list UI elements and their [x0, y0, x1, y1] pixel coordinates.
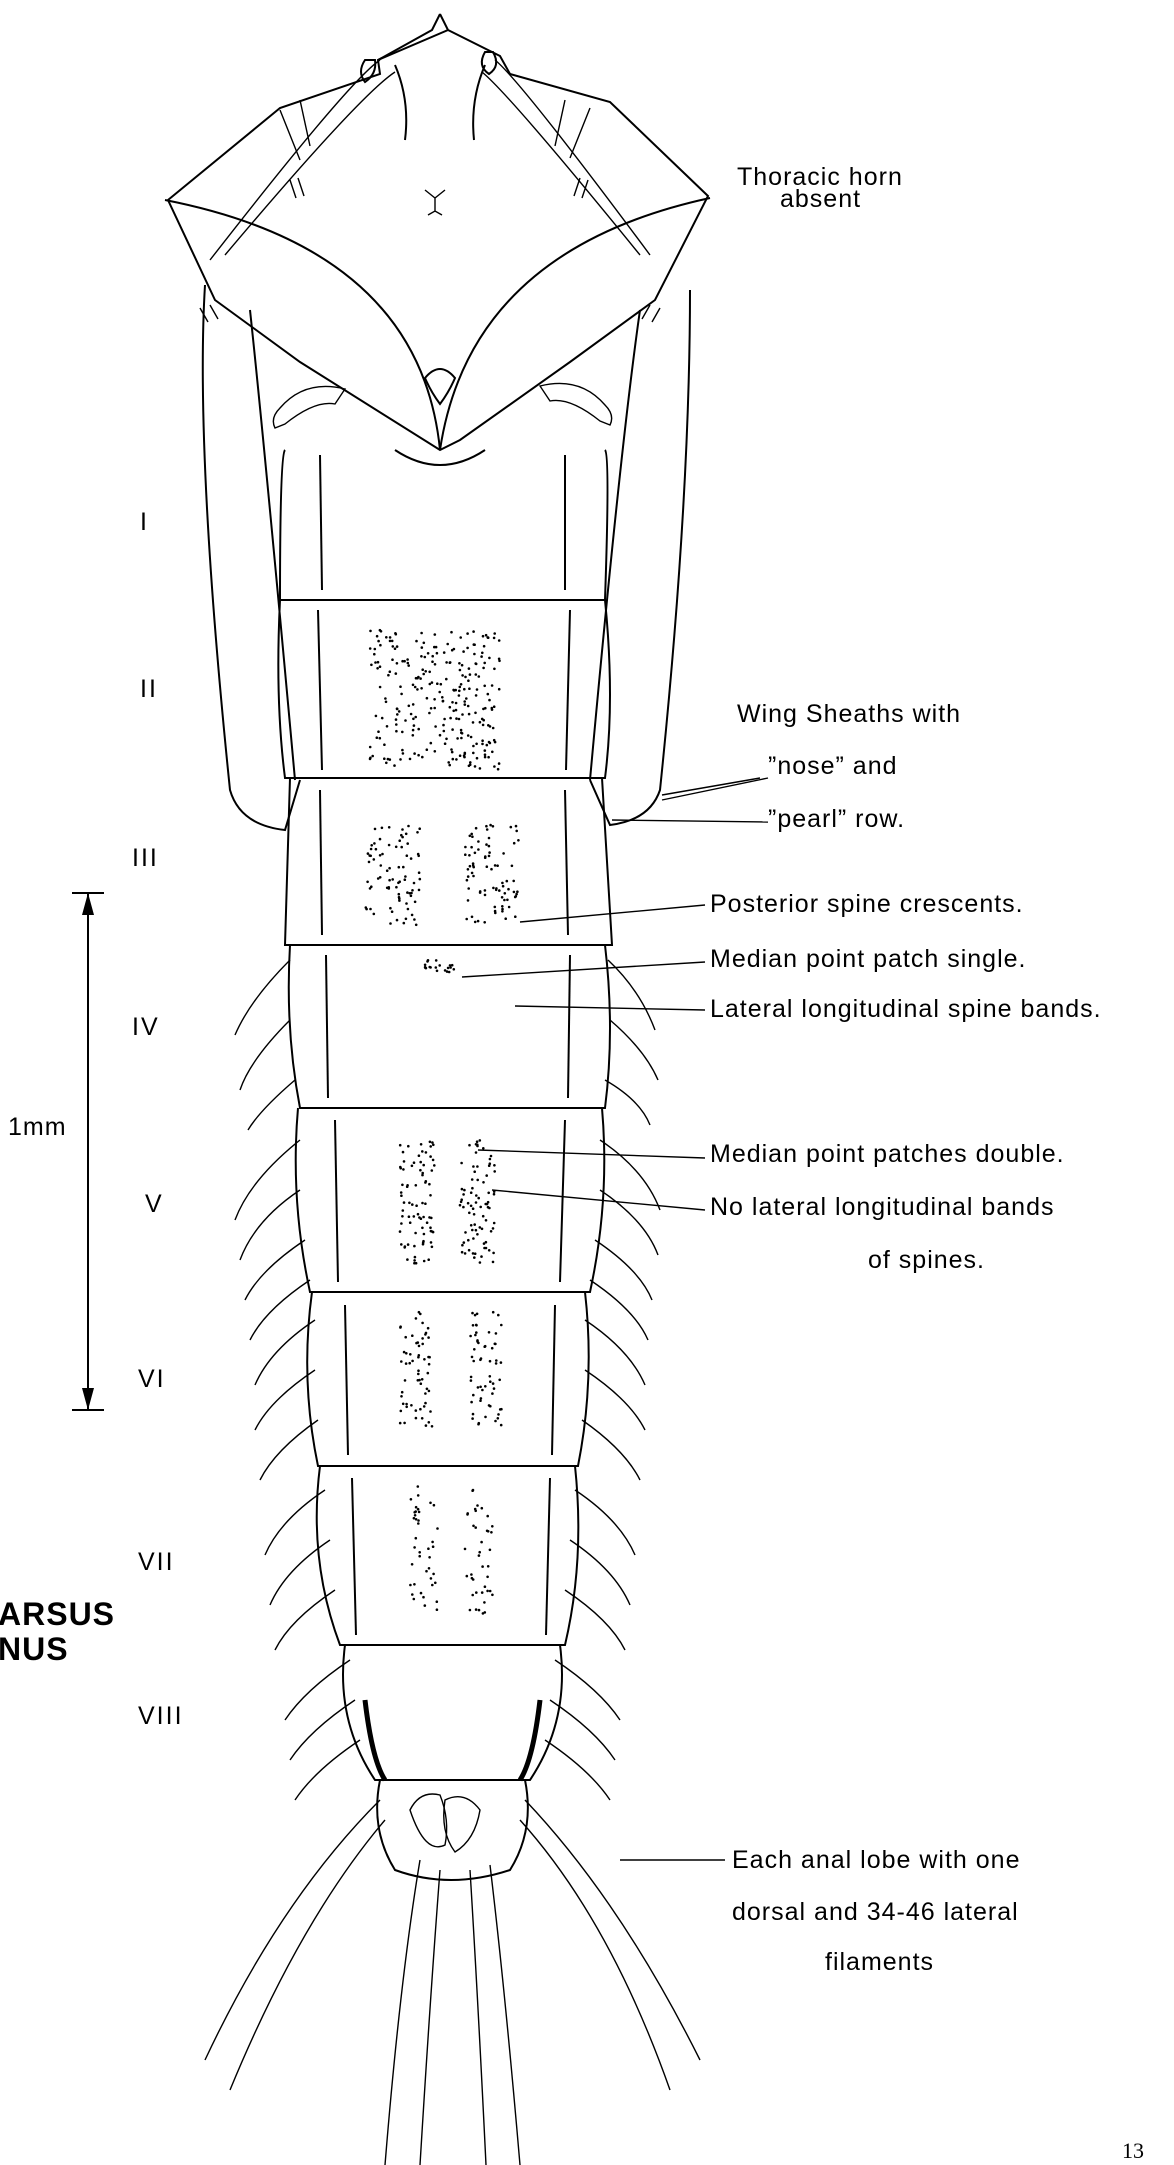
segment-labels: I II III IV V VI VII VIII — [132, 508, 184, 1730]
annotation-posterior-spine: Posterior spine crescents. — [710, 890, 1024, 918]
specimen-label: ARSUS NUS — [0, 1596, 115, 1667]
annotation-median-single: Median point patch single. — [710, 945, 1026, 973]
annotation-no-lateral-2: of spines. — [868, 1246, 985, 1274]
specimen-label-line-1: ARSUS — [0, 1596, 115, 1632]
annotation-lateral-bands: Lateral longitudinal spine bands. — [710, 995, 1102, 1023]
segment-label-v: V — [145, 1190, 164, 1218]
segment-label-ii: II — [140, 675, 158, 703]
annotation-anal-lobe-3: filaments — [825, 1948, 934, 1976]
segment-label-iv: IV — [132, 1013, 160, 1041]
annotations: Thoracic horn absent Wing Sheaths with ”… — [710, 163, 1102, 1976]
wing-sheaths — [203, 285, 760, 830]
annotation-thoracic-horn-2: absent — [780, 185, 861, 213]
leader-lines — [462, 778, 768, 1860]
segment-label-viii: VIII — [138, 1702, 184, 1730]
lateral-setae — [235, 960, 660, 1800]
annotation-no-lateral-1: No lateral longitudinal bands — [710, 1193, 1055, 1221]
annotation-median-double: Median point patches double. — [710, 1140, 1065, 1168]
scale-bar-label: 1mm — [8, 1113, 67, 1141]
annotation-anal-lobe-2: dorsal and 34-46 lateral — [732, 1898, 1019, 1926]
annotation-wing-sheaths-1: Wing Sheaths with — [737, 700, 961, 728]
anal-filaments — [205, 1800, 700, 2165]
specimen-label-line-2: NUS — [0, 1631, 69, 1667]
segment-label-vii: VII — [138, 1548, 175, 1576]
annotation-wing-sheaths-2: ”nose” and — [768, 752, 898, 780]
segment-label-vi: VI — [138, 1365, 166, 1393]
annotation-anal-lobe-1: Each anal lobe with one — [732, 1846, 1020, 1874]
page-number: 13 — [1122, 2138, 1144, 2163]
segment-label-iii: III — [132, 844, 159, 872]
segment-label-i: I — [140, 508, 149, 536]
annotation-wing-sheaths-3: ”pearl” row. — [768, 805, 905, 833]
scale-bar: 1mm — [8, 893, 104, 1410]
